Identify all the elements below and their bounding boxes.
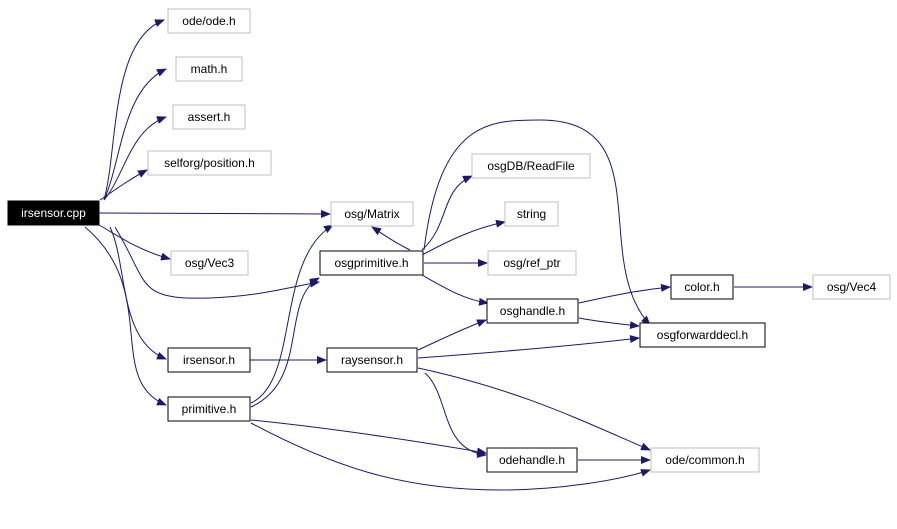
- edge-irsensor-cpp-to-assert-h: [103, 116, 167, 201]
- node-math-h[interactable]: math.h: [175, 56, 243, 82]
- node-primitive-h[interactable]: primitive.h: [167, 396, 251, 422]
- node-label: color.h: [684, 280, 719, 294]
- node-label: osg/Matrix: [344, 207, 399, 221]
- node-label: raysensor.h: [341, 353, 403, 367]
- node-label: osg/ref_ptr: [503, 256, 560, 270]
- node-ode-common-h[interactable]: ode/common.h: [650, 447, 760, 473]
- edge-osghandle-h-to-color-h: [578, 283, 671, 304]
- node-irsensor-h[interactable]: irsensor.h: [167, 347, 251, 373]
- edge-irsensor-cpp-to-osg-matrix: [98, 209, 331, 218]
- node-raysensor-h[interactable]: raysensor.h: [326, 347, 418, 373]
- edge-irsensor-cpp-to-osg-vec3: [98, 224, 171, 261]
- node-label: osgprimitive.h: [334, 256, 408, 270]
- edge-osghandle-h-to-osgforwarddecl-h: [578, 317, 640, 330]
- node-label: math.h: [191, 62, 228, 76]
- edge-raysensor-h-to-odehandle-h: [424, 372, 487, 458]
- node-osgdb-readfile[interactable]: osgDB/ReadFile: [471, 153, 591, 179]
- node-osgforwarddecl-h[interactable]: osgforwarddecl.h: [639, 322, 766, 348]
- edge-primitive-h-to-odehandle-h: [250, 419, 487, 456]
- edge-osgprimitive-h-to-osg-matrix: [371, 226, 411, 251]
- node-label: ode/common.h: [665, 453, 744, 467]
- node-osghandle-h[interactable]: osghandle.h: [486, 298, 579, 324]
- edge-primitive-h-to-osgprimitive-h: [250, 277, 320, 408]
- node-label: osgforwarddecl.h: [657, 328, 748, 342]
- node-label: selforg/position.h: [164, 156, 255, 170]
- node-label: osgDB/ReadFile: [487, 159, 575, 173]
- node-label: irsensor.cpp: [21, 206, 86, 220]
- node-label: primitive.h: [182, 402, 237, 416]
- node-label: odehandle.h: [499, 453, 565, 467]
- edge-raysensor-h-to-osgforwarddecl-h: [417, 335, 640, 359]
- node-label: osghandle.h: [500, 304, 565, 318]
- node-osg-ref-ptr[interactable]: osg/ref_ptr: [487, 250, 577, 276]
- edge-irsensor-cpp-to-math-h: [103, 68, 167, 201]
- edge-primitive-h-to-ode-common-h: [250, 422, 651, 491]
- edge-osgprimitive-h-to-osghandle-h: [421, 274, 489, 306]
- node-label: osg/Vec4: [827, 280, 877, 294]
- node-label: ode/ode.h: [182, 14, 235, 28]
- node-osg-vec3[interactable]: osg/Vec3: [170, 250, 249, 276]
- node-label: osg/Vec3: [185, 256, 235, 270]
- node-odehandle-h[interactable]: odehandle.h: [486, 447, 578, 473]
- node-label: assert.h: [188, 110, 231, 124]
- edge-primitive-h-to-osg-matrix: [250, 224, 334, 404]
- node-osgprimitive-h[interactable]: osgprimitive.h: [319, 250, 424, 276]
- node-ode-ode-h[interactable]: ode/ode.h: [167, 8, 251, 34]
- edge-osgprimitive-h-to-osgforwarddecl-h: [423, 119, 651, 326]
- edge-raysensor-h-to-osghandle-h: [417, 319, 487, 351]
- edge-raysensor-h-to-ode-common-h: [417, 367, 651, 451]
- edge-osgprimitive-h-to-string: [421, 219, 506, 256]
- node-label: string: [517, 207, 546, 221]
- node-irsensor-cpp[interactable]: irsensor.cpp: [7, 200, 100, 226]
- node-label: irsensor.h: [183, 353, 235, 367]
- node-assert-h[interactable]: assert.h: [172, 104, 246, 130]
- node-color-h[interactable]: color.h: [670, 274, 734, 300]
- edge-osgprimitive-h-to-osgdb-readfile: [421, 175, 473, 251]
- edge-irsensor-cpp-to-ode-ode-h: [103, 19, 165, 201]
- edge-irsensor-cpp-to-selforg-position-h: [99, 169, 148, 201]
- edge-irsensor-cpp-to-primitive-h: [84, 226, 167, 406]
- edge-irsensor-cpp-to-osgprimitive-h: [114, 226, 320, 299]
- node-osg-matrix[interactable]: osg/Matrix: [330, 201, 414, 227]
- node-selforg-position-h[interactable]: selforg/position.h: [147, 150, 272, 176]
- node-osg-vec4[interactable]: osg/Vec4: [812, 274, 891, 300]
- node-string[interactable]: string: [504, 201, 559, 227]
